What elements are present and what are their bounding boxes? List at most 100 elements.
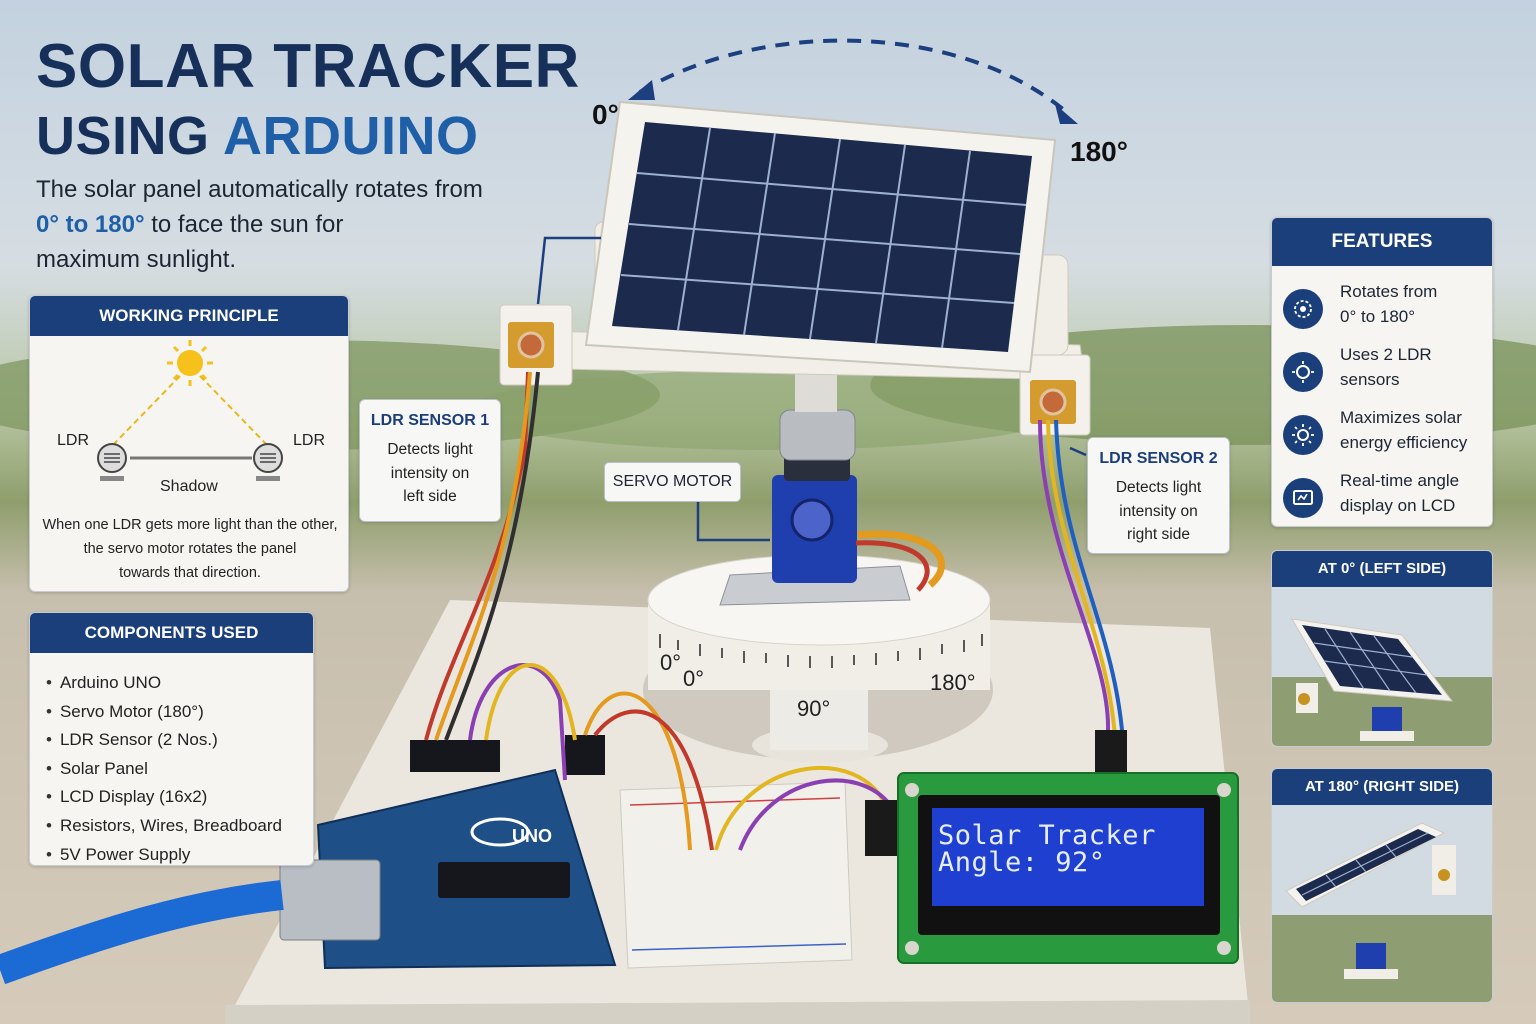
title-line2: USING ARDUINO <box>36 107 580 165</box>
lcd-mount-hole <box>905 941 919 955</box>
ldr2-line3: right side <box>1127 526 1190 543</box>
arc-arrow-right <box>1055 104 1078 124</box>
intro-line3: maximum sunlight. <box>36 246 237 273</box>
ldr1-line1: Detects light <box>387 441 473 458</box>
wire-connector <box>1095 730 1127 775</box>
page-title: SOLAR TRACKER USING ARDUINO <box>36 32 580 165</box>
feature-line1: Rotates from <box>1340 282 1438 301</box>
list-item: LDR Sensor (2 Nos.) <box>46 726 313 755</box>
header-pins <box>410 740 500 772</box>
ldr1-title: LDR SENSOR 1 <box>370 412 490 429</box>
wire <box>444 371 540 741</box>
sun-icon <box>1283 415 1323 455</box>
dial-mark-0-inner: 0° <box>683 666 705 691</box>
solar-panel-grid <box>620 127 1027 349</box>
servo-motor-label: SERVO MOTOR <box>604 462 741 502</box>
dial-mark-180: 180° <box>930 670 976 695</box>
feature-line1: Maximizes solar <box>1340 408 1462 427</box>
ldr-cell-left <box>517 331 545 359</box>
servo-wire <box>857 530 945 588</box>
ldr-right-icon <box>253 443 283 481</box>
features-header: FEATURES <box>1272 218 1492 266</box>
components-list: Arduino UNO Servo Motor (180°) LDR Senso… <box>30 653 313 865</box>
feature-line2: display on LCD <box>1340 496 1456 515</box>
ldr1-line3: left side <box>403 488 457 505</box>
feature-line2: sensors <box>1340 370 1400 389</box>
ldr1-pointer <box>536 236 601 305</box>
note-line1: When one LDR gets more light than the ot… <box>42 517 338 533</box>
light-ray-right <box>199 375 269 447</box>
feature-item: Real-time angle display on LCD <box>1282 468 1488 524</box>
header-pins <box>565 735 605 775</box>
shadow-label: Shadow <box>160 478 218 495</box>
components-header: COMPONENTS USED <box>30 613 313 653</box>
arc-label-end: 180° <box>1070 136 1128 167</box>
ldr2-pointer <box>1069 446 1087 457</box>
light-ray-left <box>111 375 181 447</box>
base-platform-edge <box>225 1000 1250 1024</box>
wire <box>593 709 714 851</box>
display-icon <box>1283 478 1323 518</box>
lcd-screen <box>932 808 1204 906</box>
arduino-chip <box>438 862 570 898</box>
thumbnail-left-side: AT 0° (LEFT SIDE) <box>1271 550 1493 747</box>
wire <box>1038 419 1111 760</box>
servo-pointer <box>696 502 770 542</box>
list-item: Resistors, Wires, Breadboard <box>46 812 313 841</box>
sun-icon <box>167 340 213 386</box>
board-logo <box>470 817 530 847</box>
sensor-icon <box>1283 352 1323 392</box>
list-item: Solar Panel <box>46 755 313 784</box>
feature-item: Maximizes solar energy efficiency <box>1282 405 1488 461</box>
wire <box>583 691 692 851</box>
ldr-left-label: LDR <box>57 432 90 449</box>
thumbnail-right-header: AT 180° (RIGHT SIDE) <box>1272 769 1492 805</box>
ldr2-line2: intensity on <box>1119 502 1198 520</box>
note-line2: the servo motor rotates the panel <box>83 541 297 557</box>
feature-line1: Real-time angle <box>1340 471 1460 490</box>
list-item: Servo Motor (180°) <box>46 698 313 727</box>
lcd-readout: Solar Tracker Angle: 92° <box>938 822 1200 876</box>
working-principle-note: When one LDR gets more light than the ot… <box>38 513 342 585</box>
arc-label-start: 0° <box>592 99 619 130</box>
breadboard-rail <box>631 943 847 951</box>
breadboard <box>619 781 853 969</box>
ldr-cell-right <box>1039 388 1067 416</box>
title-line2-prefix: USING <box>36 105 224 166</box>
dial-mark-0: 0° <box>660 650 682 675</box>
working-principle-header: WORKING PRINCIPLE <box>30 296 348 336</box>
servo-gear <box>790 498 834 542</box>
feature-line2: energy efficiency <box>1340 433 1468 452</box>
servo-wire <box>855 540 930 592</box>
servo-top <box>784 455 850 481</box>
arc-arrow-left <box>628 80 655 100</box>
thumbnail-left-image <box>1272 587 1492 746</box>
wire <box>1046 419 1118 761</box>
column <box>770 690 868 750</box>
list-item: Arduino UNO <box>46 669 313 698</box>
lcd-mount-hole <box>1217 941 1231 955</box>
intro-highlight: 0° to 180° <box>36 211 145 238</box>
title-line1: SOLAR TRACKER <box>36 32 580 101</box>
lcd-line1: Solar Tracker <box>938 820 1156 851</box>
ldr1-line2: intensity on <box>390 464 470 482</box>
rotation-arc <box>638 38 1072 117</box>
ldr2-line1: Detects light <box>1115 479 1202 496</box>
usb-port <box>279 859 381 941</box>
thumbnail-left-header: AT 0° (LEFT SIDE) <box>1272 551 1492 587</box>
usb-cable <box>0 880 284 985</box>
lcd-mount-hole <box>905 783 919 797</box>
ldr-sensor-2-callout: LDR SENSOR 2 Detects light intensity on … <box>1087 437 1230 554</box>
rotate-icon <box>1283 289 1323 329</box>
intro-line2: to face the sun for <box>144 211 344 238</box>
lcd-mount-hole <box>1217 783 1231 797</box>
wire <box>738 778 898 851</box>
wire <box>1054 419 1126 761</box>
ldr-right-label: LDR <box>293 432 326 449</box>
ldr2-title: LDR SENSOR 2 <box>1099 450 1218 467</box>
title-line2-accent: ARDUINO <box>223 105 479 166</box>
components-panel: COMPONENTS USED Arduino UNO Servo Motor … <box>29 612 314 866</box>
working-principle-panel: WORKING PRINCIPLE LDR LDR Shadow When <box>29 295 349 592</box>
